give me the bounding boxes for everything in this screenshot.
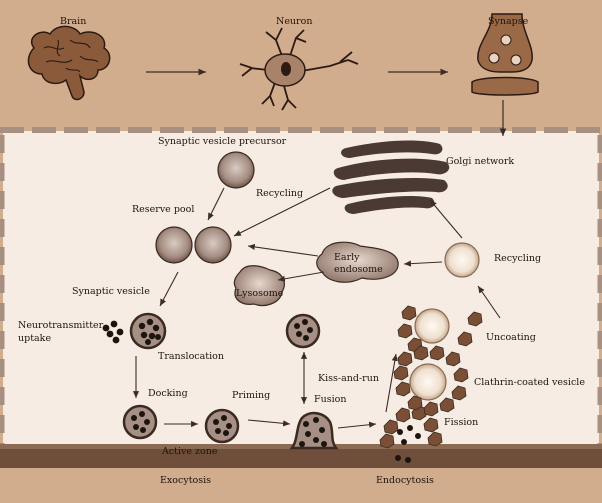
early-endosome-shape (316, 241, 399, 283)
cycle-arrows (132, 187, 501, 429)
label-recycling-top: Recycling (256, 188, 303, 199)
vesicle-priming (204, 408, 240, 444)
reserve-pool-vesicle-1 (155, 226, 193, 264)
label-priming: Priming (232, 390, 270, 401)
vesicle-fusion (289, 411, 339, 450)
label-early-endosome-line2: endosome (334, 264, 383, 275)
label-fission: Fission (444, 417, 478, 428)
arrow-fission-to-coated (385, 353, 398, 413)
cell-interior (3, 131, 599, 466)
label-clathrin-coated-vesicle: Clathrin-coated vesicle (474, 377, 585, 388)
vesicle-docking (122, 404, 158, 440)
arrow-precursor-to-reserve (207, 187, 225, 221)
synapse-icon (471, 13, 539, 96)
arrow-reserve-to-vesicle (159, 271, 179, 307)
label-exocytosis: Exocytosis (160, 475, 211, 486)
neuron-icon (239, 27, 359, 111)
arrow-recycling-to-endosome (403, 260, 443, 267)
label-synaptic-vesicle: Synaptic vesicle (72, 286, 150, 297)
label-neurotransmitter-line1: Neurotransmitter (18, 320, 104, 331)
arrow-fusion-to-fission (337, 421, 377, 429)
label-endocytosis: Endocytosis (376, 475, 434, 486)
label-kiss-and-run: Kiss-and-run (318, 373, 379, 384)
recycling-vesicle (444, 242, 480, 278)
label-recycling-right: Recycling (494, 253, 541, 264)
label-neurotransmitter-line2: uptake (18, 333, 51, 344)
label-active-zone: Active zone (161, 446, 218, 457)
label-reserve-pool: Reserve pool (132, 204, 194, 215)
neuron-label: Neuron (276, 16, 312, 27)
label-fusion: Fusion (314, 394, 346, 405)
label-golgi-network: Golgi network (446, 156, 514, 167)
label-docking: Docking (148, 388, 188, 399)
brain-label: Brain (60, 16, 86, 27)
clathrin-coated-vesicle-lower (393, 345, 469, 417)
golgi-network-shape (332, 140, 450, 214)
arrow-endosome-to-lysosome (277, 271, 325, 282)
vesicle-neurotransmitter-uptake (129, 312, 167, 350)
clathrin-coated-vesicle-upper (397, 305, 483, 353)
neurotransmitter-molecules (102, 320, 124, 344)
lysosome-shape (233, 265, 285, 307)
label-early-endosome-line1: Early (334, 252, 360, 263)
arrow-uncoating-to-recycling (477, 285, 501, 319)
reserve-pool-vesicle-2 (194, 226, 232, 264)
vesicle-kiss-and-run (285, 313, 321, 349)
arrow-recycling-to-golgi (429, 199, 463, 239)
arrow-golgi-to-reserve (233, 187, 331, 237)
arrow-priming-to-fusion (247, 419, 291, 427)
label-translocation: Translocation (158, 351, 224, 362)
arrow-endosome-to-reserve (247, 243, 319, 257)
fission-clathrin-pit (379, 405, 443, 463)
label-synaptic-vesicle-precursor: Synaptic vesicle precursor (158, 136, 287, 147)
label-uncoating: Uncoating (486, 332, 536, 343)
synaptic-vesicle-precursor (217, 151, 255, 189)
label-lysosome: Lysosome (236, 288, 284, 299)
brain-icon (27, 25, 111, 101)
synapse-label: Synapse (488, 16, 529, 27)
